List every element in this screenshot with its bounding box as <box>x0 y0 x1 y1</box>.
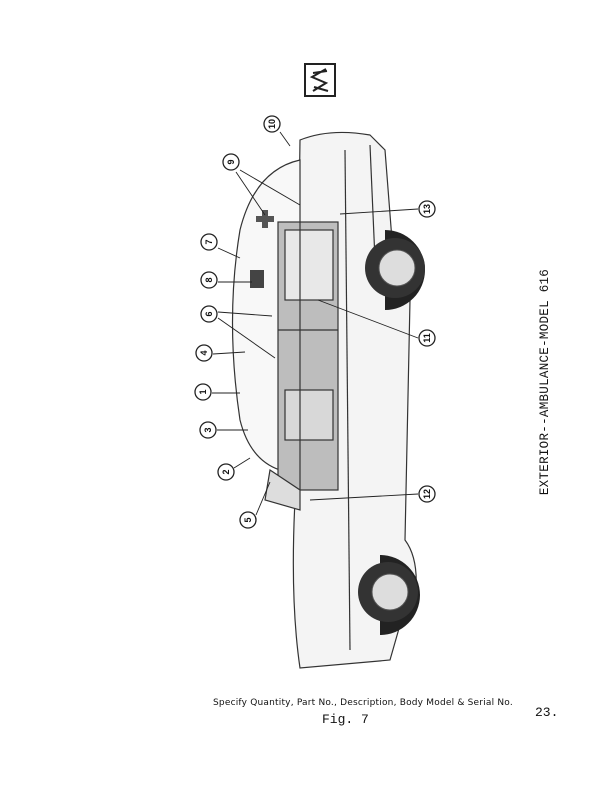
page-number: 23. <box>535 705 559 720</box>
front-wheel <box>358 555 420 635</box>
callout-9: 9 <box>222 153 240 171</box>
roof-light <box>250 270 264 288</box>
callout-8: 8 <box>200 271 218 289</box>
ordering-instruction: Specify Quantity, Part No., Description,… <box>213 698 513 708</box>
svg-text:9: 9 <box>226 159 236 164</box>
callout-11: 11 <box>418 329 436 347</box>
callout-4: 4 <box>195 344 213 362</box>
svg-text:11: 11 <box>422 333 432 343</box>
rear-wheel <box>365 230 425 310</box>
callout-5: 5 <box>239 511 257 529</box>
svg-text:8: 8 <box>204 277 214 282</box>
svg-text:1: 1 <box>198 389 208 394</box>
callout-2: 2 <box>217 463 235 481</box>
callout-10: 10 <box>263 115 281 133</box>
side-caption: EXTERIOR--AMBULANCE-MODEL 616 <box>538 268 552 496</box>
svg-text:4: 4 <box>199 350 209 355</box>
callout-1: 1 <box>194 383 212 401</box>
svg-text:3: 3 <box>203 427 213 432</box>
figure-label: Fig. 7 <box>322 712 369 727</box>
callout-6: 6 <box>200 305 218 323</box>
svg-text:2: 2 <box>221 469 231 474</box>
publisher-logo <box>304 63 336 97</box>
svg-text:13: 13 <box>422 204 432 214</box>
svg-text:6: 6 <box>204 311 214 316</box>
callout-12: 12 <box>418 485 436 503</box>
callout-3: 3 <box>199 421 217 439</box>
svg-text:7: 7 <box>204 239 214 244</box>
svg-text:5: 5 <box>243 517 253 522</box>
callout-13: 13 <box>418 200 436 218</box>
callout-7: 7 <box>200 233 218 251</box>
logo-mark-icon <box>309 68 329 92</box>
svg-text:10: 10 <box>267 119 277 129</box>
svg-text:12: 12 <box>422 489 432 499</box>
red-cross-emblem <box>256 210 274 228</box>
